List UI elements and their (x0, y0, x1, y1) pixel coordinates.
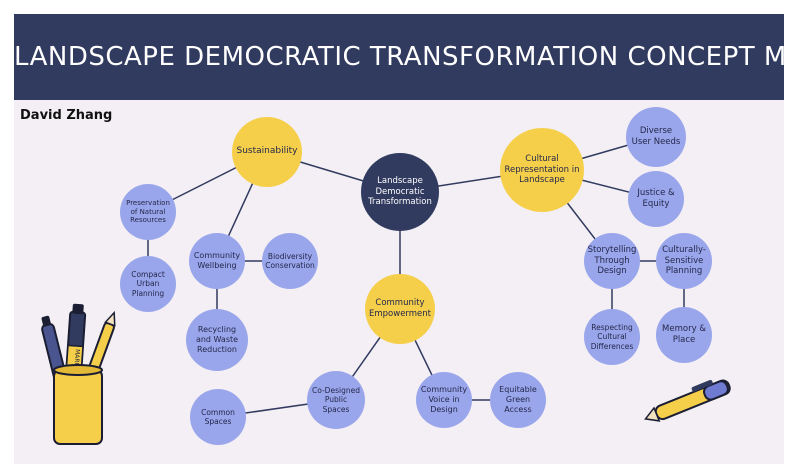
node-common: Common Spaces (190, 389, 246, 445)
node-preservation: Preservation of Natural Resources (120, 184, 176, 240)
page-title: LANDSCAPE DEMOCRATIC TRANSFORMATION CONC… (14, 42, 800, 72)
node-equitable: Equitable Green Access (490, 372, 546, 428)
node-sustainability: Sustainability (232, 117, 302, 187)
node-sensitive: Culturally-Sensitive Planning (656, 233, 712, 289)
node-justice: Justice & Equity (628, 171, 684, 227)
marker-label: MARK (72, 349, 80, 368)
pen-cup-illustration: MARK (41, 303, 116, 445)
node-storytelling: Storytelling Through Design (584, 233, 640, 289)
pen-illustration (644, 379, 731, 422)
node-respecting: Respecting Cultural Differences (584, 309, 640, 365)
title-banner: LANDSCAPE DEMOCRATIC TRANSFORMATION CONC… (14, 14, 800, 100)
node-biodiversity: Biodiversity Conservation (262, 233, 318, 289)
node-voice: Community Voice in Design (416, 372, 472, 428)
node-codesigned: Co-Designed Public Spaces (307, 371, 365, 429)
node-recycling: Recycling and Waste Reduction (186, 309, 248, 371)
node-compact: Compact Urban Planning (120, 256, 176, 312)
node-wellbeing: Community Wellbeing (189, 233, 245, 289)
node-memory: Memory & Place (656, 307, 712, 363)
node-empowerment: Community Empowerment (365, 274, 435, 344)
node-cultural: Cultural Representation in Landscape (500, 128, 584, 212)
node-diverse: Diverse User Needs (626, 107, 686, 167)
node-center: Landscape Democratic Transformation (361, 153, 439, 231)
author-name: David Zhang (20, 108, 113, 123)
